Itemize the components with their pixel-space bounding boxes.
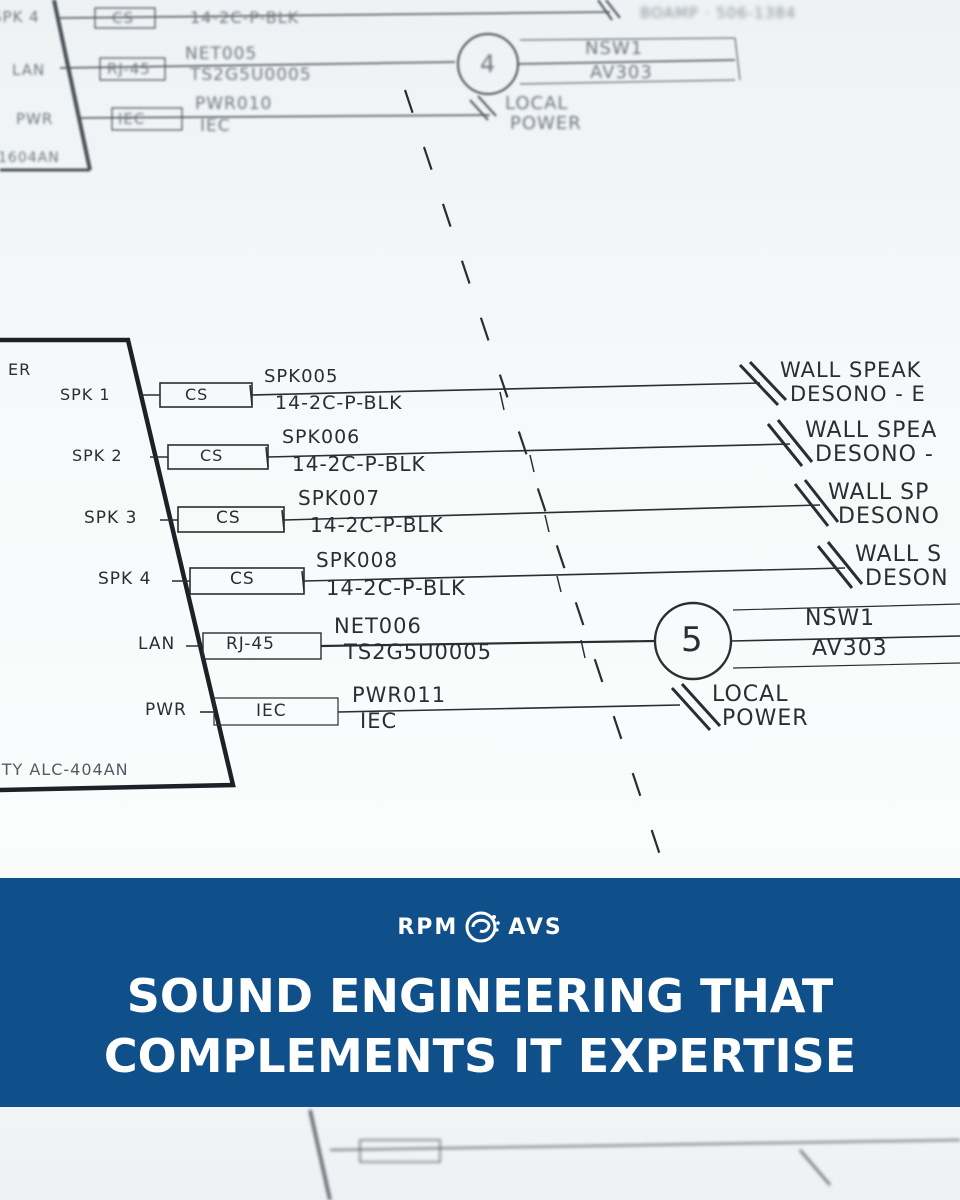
top-switch-model: AV303 bbox=[590, 62, 653, 83]
top-power-dest-2: POWER bbox=[510, 113, 582, 134]
top-net-code: NET005 bbox=[185, 44, 258, 64]
row4-dest1: WALL S bbox=[855, 542, 943, 567]
main-device-model: ITY ALC-404AN bbox=[0, 760, 129, 779]
bottom-schematic-lines bbox=[308, 1109, 960, 1200]
row4-spec: 14-2C-P-BLK bbox=[326, 576, 466, 600]
top-schematic-lines bbox=[0, 0, 741, 172]
row2-code: SPK006 bbox=[282, 426, 361, 448]
pwr-port: PWR bbox=[145, 700, 187, 720]
top-conn-rj45: RJ-45 bbox=[107, 60, 151, 78]
headline-line-2: COMPLEMENTS IT EXPERTISE bbox=[103, 1029, 857, 1083]
row3-conn: CS bbox=[216, 508, 241, 528]
top-switch-name: NSW1 bbox=[585, 38, 644, 59]
main-device-box bbox=[0, 337, 236, 793]
row2-dest1: WALL SPEA bbox=[805, 418, 938, 443]
lan-code: NET006 bbox=[334, 614, 422, 638]
row2-dest2: DESONO - bbox=[815, 442, 934, 467]
top-port-spk4: SPK 4 bbox=[0, 8, 40, 26]
row1-port: SPK 1 bbox=[60, 385, 111, 404]
pwr-dest2: POWER bbox=[722, 706, 809, 731]
top-dest-partial: BOAMP · 506-1384 bbox=[640, 4, 797, 22]
top-port-lan: LAN bbox=[12, 61, 46, 79]
row4-code: SPK008 bbox=[316, 548, 399, 572]
row1-spec: 14-2C-P-BLK bbox=[275, 392, 403, 414]
top-conn-cs: CS bbox=[112, 9, 134, 27]
brand-right-text: AVS bbox=[508, 914, 563, 940]
top-net-spec: TS2G5U0005 bbox=[190, 65, 312, 85]
top-conn-iec: IEC bbox=[118, 110, 146, 128]
row4-dest2: DESON bbox=[865, 566, 949, 591]
row3-dest1: WALL SP bbox=[828, 480, 930, 505]
top-pwr-code: PWR010 bbox=[195, 94, 273, 114]
row1-code: SPK005 bbox=[264, 366, 339, 387]
boundary-dash-line bbox=[403, 89, 667, 871]
rpm-avs-swirl-logo-icon bbox=[464, 909, 502, 945]
main-device-label: ER bbox=[8, 360, 32, 379]
pwr-spec: IEC bbox=[360, 709, 398, 733]
top-node-number: 4 bbox=[480, 50, 497, 78]
row1-dest2: DESONO - E bbox=[790, 382, 926, 406]
headline-line-1: SOUND ENGINEERING THAT bbox=[126, 969, 834, 1023]
brand-logo: RPM AVS bbox=[0, 909, 960, 945]
pwr-conn: IEC bbox=[256, 701, 287, 721]
lan-switch-model: AV303 bbox=[812, 636, 888, 661]
headline-banner: RPM AVS SOUND ENGINEERING THAT COMPLEMEN… bbox=[0, 878, 960, 1107]
row2-port: SPK 2 bbox=[72, 446, 123, 465]
brand-left-text: RPM bbox=[397, 914, 459, 940]
top-pwr-spec: IEC bbox=[200, 116, 231, 136]
row3-code: SPK007 bbox=[298, 486, 381, 510]
row3-dest2: DESONO bbox=[838, 504, 940, 529]
row2-conn: CS bbox=[200, 446, 224, 465]
top-device-model: 1604AN bbox=[0, 150, 60, 166]
row4-port: SPK 4 bbox=[98, 569, 152, 589]
row4-conn: CS bbox=[230, 569, 255, 589]
top-cable-spec: 14-2C-P-BLK bbox=[190, 8, 300, 27]
lan-port: LAN bbox=[138, 634, 176, 654]
lan-conn: RJ-45 bbox=[226, 634, 275, 654]
lan-switch-name: NSW1 bbox=[805, 606, 876, 631]
row1-dest1: WALL SPEAK bbox=[780, 358, 922, 382]
row3-port: SPK 3 bbox=[84, 508, 138, 528]
top-port-pwr: PWR bbox=[16, 110, 54, 128]
headline: SOUND ENGINEERING THAT COMPLEMENTS IT EX… bbox=[0, 966, 960, 1086]
pwr-code: PWR011 bbox=[352, 683, 447, 707]
row1-conn: CS bbox=[185, 385, 209, 404]
row2-spec: 14-2C-P-BLK bbox=[292, 452, 426, 476]
pwr-dest1: LOCAL bbox=[712, 682, 789, 707]
top-power-dest-1: LOCAL bbox=[505, 93, 569, 114]
cable-lines bbox=[140, 360, 960, 732]
lan-spec: TS2G5U0005 bbox=[344, 640, 492, 664]
row3-spec: 14-2C-P-BLK bbox=[310, 513, 444, 537]
lan-node-number: 5 bbox=[681, 620, 704, 660]
